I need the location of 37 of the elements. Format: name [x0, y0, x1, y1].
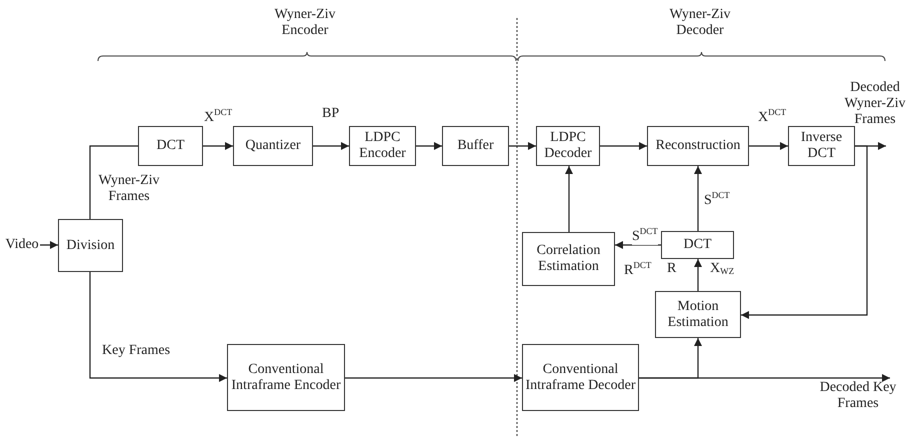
process-box: Motion Estimation: [655, 291, 741, 338]
text-label: Wyner-Ziv Encoder: [273, 7, 337, 39]
process-box: Correlation Estimation: [522, 232, 615, 286]
text-label: Video: [4, 236, 40, 254]
process-box: LDPC Encoder: [349, 126, 416, 166]
edge-label: Key Frames: [102, 343, 170, 359]
arrow: [345, 374, 522, 382]
arrow: [416, 142, 442, 150]
text-label: Decoded Key Frames: [808, 378, 908, 412]
process-box: Division: [58, 219, 123, 272]
process-box: Buffer: [442, 126, 509, 166]
arrow: [203, 142, 233, 150]
process-box: Conventional Intraframe Encoder: [227, 344, 345, 411]
arrow: [694, 166, 702, 231]
connector-line: [89, 145, 138, 219]
text-label: R: [667, 261, 676, 277]
process-box: Quantizer: [233, 126, 313, 166]
process-box: DCT: [661, 231, 734, 259]
arrow: [600, 142, 647, 150]
arrow: [565, 166, 573, 232]
arrow: [509, 142, 536, 150]
arrow: [40, 241, 58, 249]
process-box: DCT: [138, 126, 203, 166]
process-box: Inverse DCT: [788, 126, 855, 166]
process-box: Conventional Intraframe Decoder: [522, 344, 639, 411]
arrow: [694, 259, 702, 291]
process-box: Reconstruction: [647, 126, 749, 166]
arrow: [741, 145, 868, 319]
text-label: Wyner-Ziv Decoder: [668, 7, 732, 39]
arrow: [749, 142, 788, 150]
arrow: [313, 142, 349, 150]
text-label: R$^{DCT}$: [624, 259, 652, 279]
text-label: X$_{WZ}$: [710, 261, 734, 278]
process-box: LDPC Decoder: [536, 126, 600, 166]
arrow: [639, 374, 890, 382]
arrow: [89, 272, 227, 382]
arrow: [615, 241, 661, 249]
